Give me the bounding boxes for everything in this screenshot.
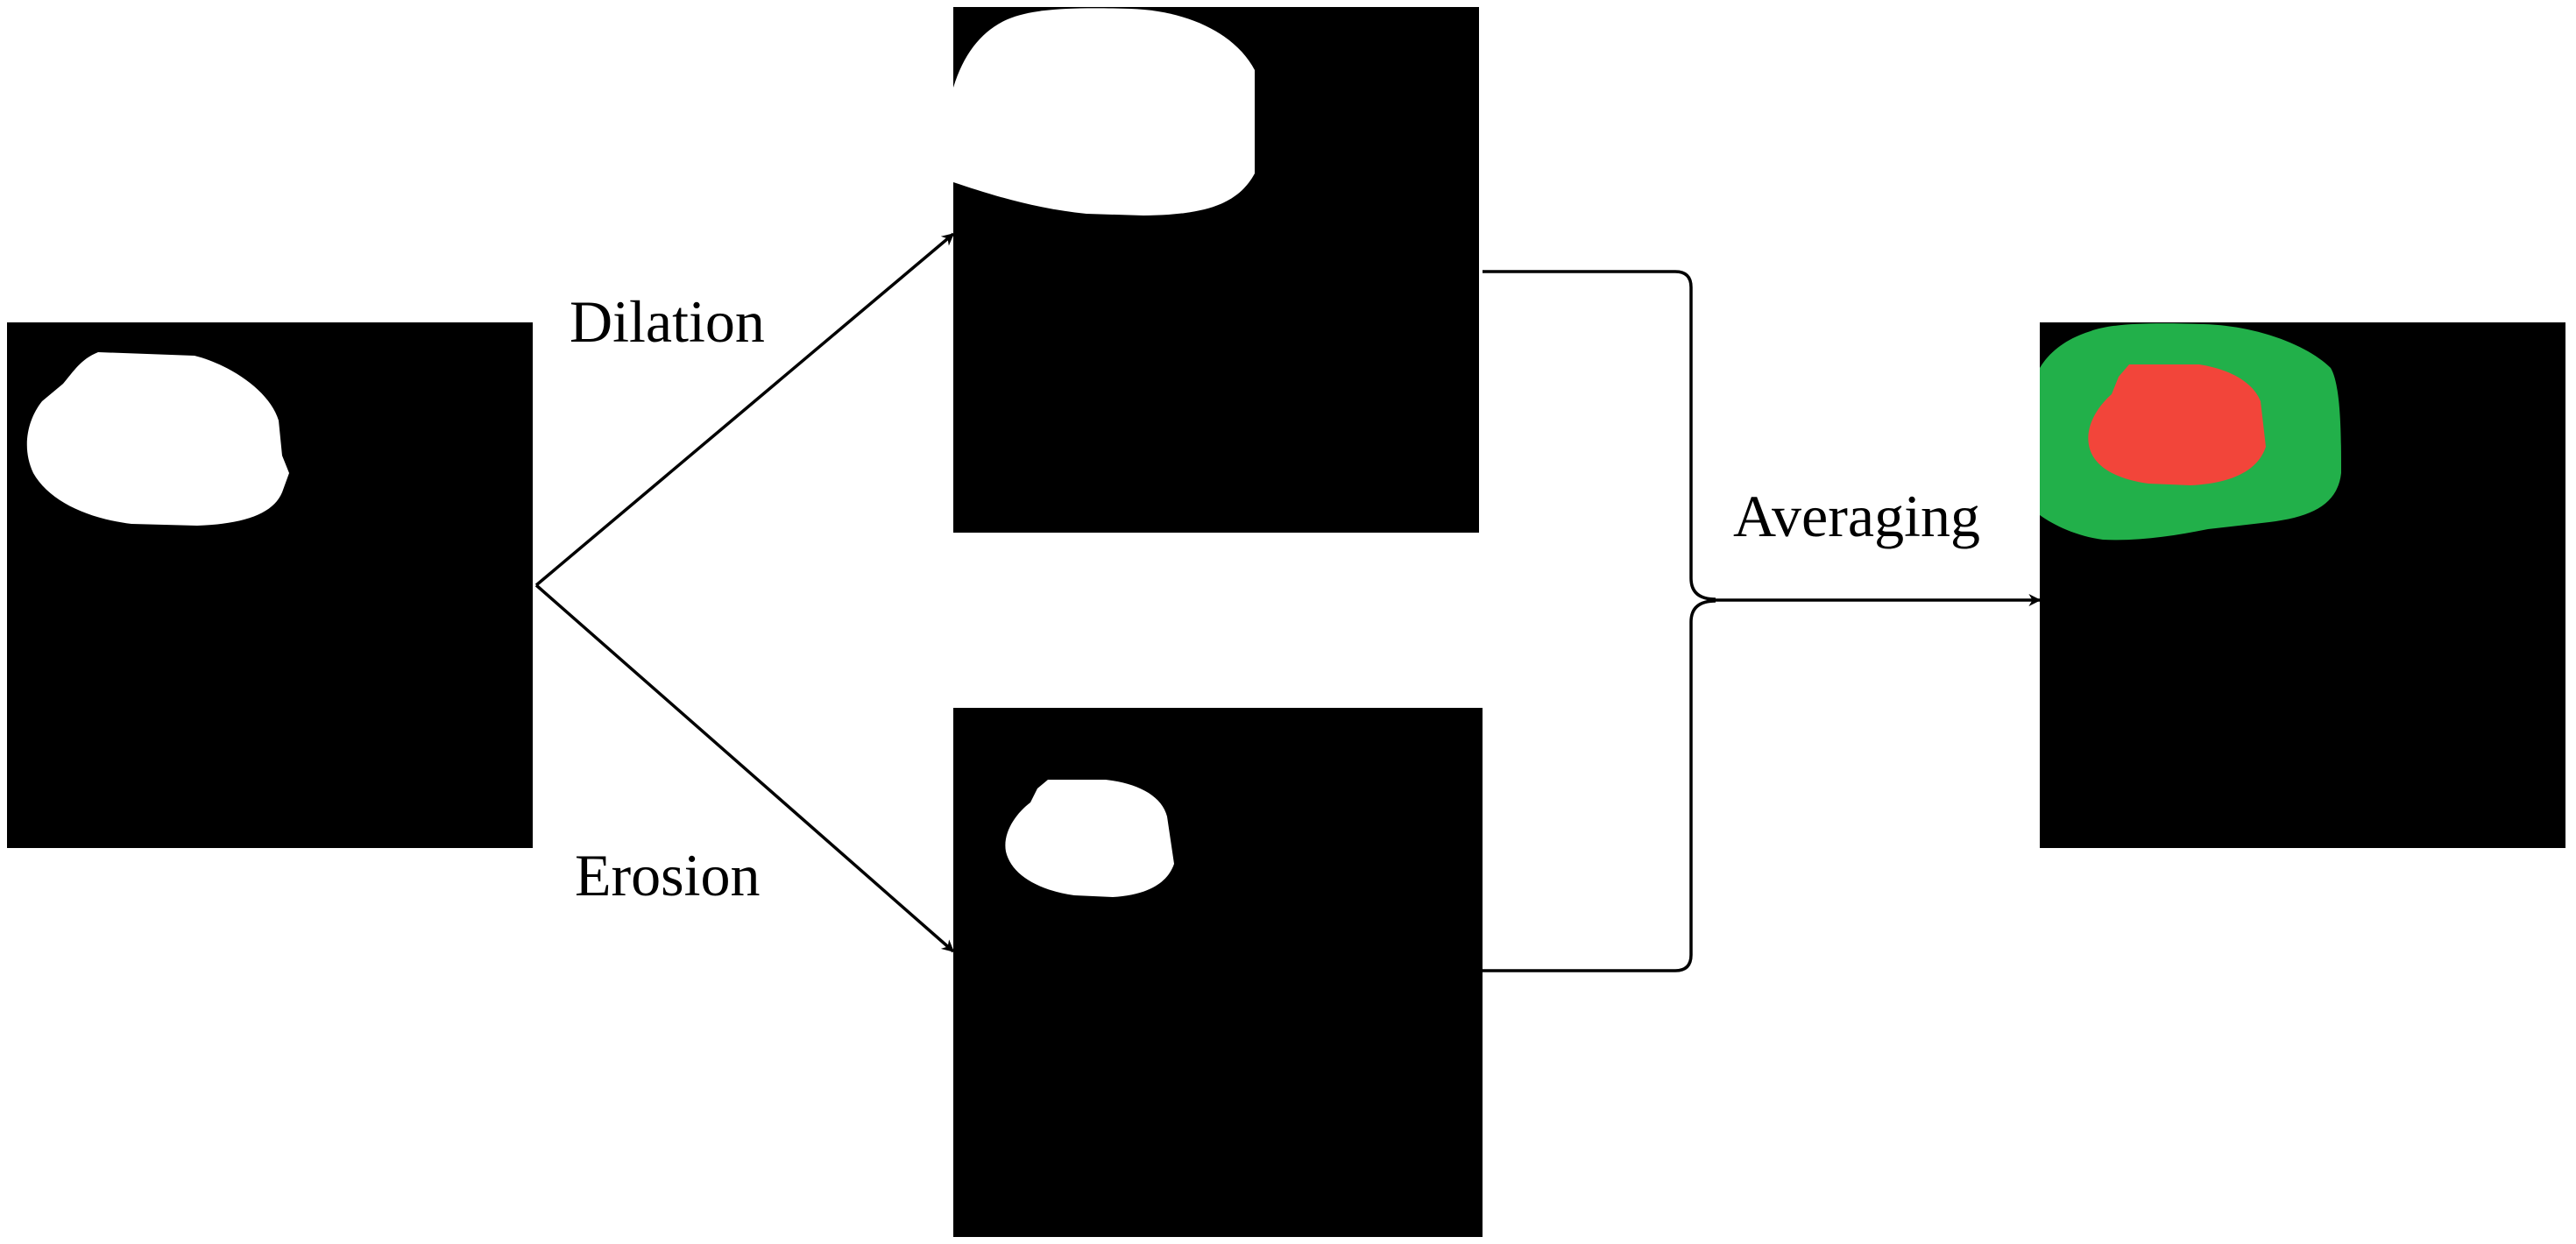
eroded-mask-blob bbox=[1005, 780, 1174, 897]
averaging-label: Averaging bbox=[1733, 483, 1980, 549]
dilation-arrow bbox=[534, 232, 955, 587]
original-mask-blob bbox=[26, 352, 289, 526]
averaged-mask bbox=[2040, 322, 2565, 848]
dilation-label: Dilation bbox=[570, 288, 765, 355]
dilated-mask bbox=[953, 7, 1479, 533]
merge-connector-bottom bbox=[1483, 599, 1716, 972]
dilated-mask-blob bbox=[953, 8, 1255, 216]
original-mask bbox=[7, 322, 533, 848]
averaged-mask-inner-region bbox=[2088, 364, 2266, 485]
merge-connector-top bbox=[1483, 270, 1716, 601]
erosion-label: Erosion bbox=[575, 842, 761, 908]
eroded-mask bbox=[953, 708, 1483, 1237]
eroded-mask-background bbox=[953, 708, 1483, 1237]
erosion-arrow bbox=[534, 583, 955, 953]
